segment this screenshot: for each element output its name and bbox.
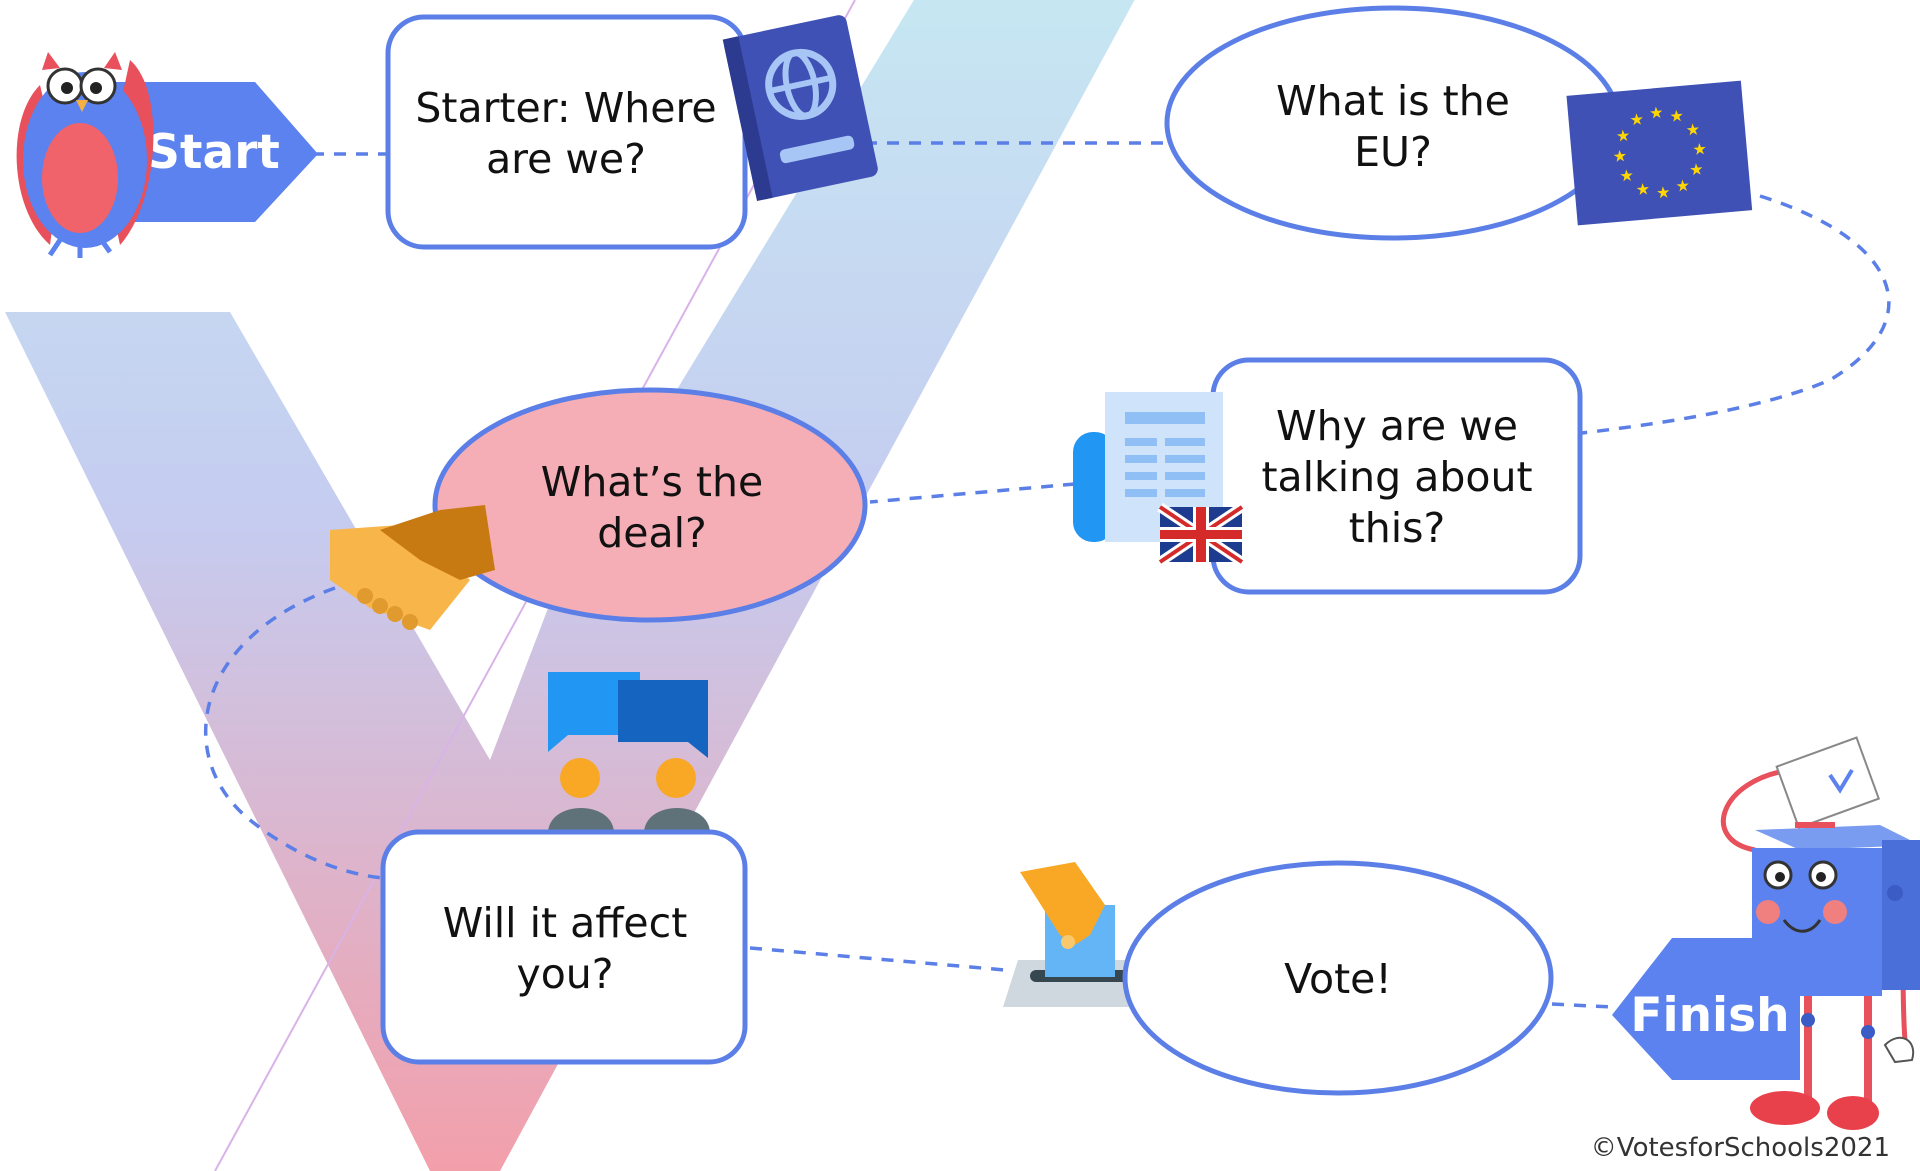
connector-eu-why (1581, 194, 1891, 435)
discussion-icon (548, 672, 710, 832)
node-vote-line-1: Vote! (1284, 955, 1392, 1003)
svg-text:★: ★ (1615, 126, 1631, 146)
svg-text:★: ★ (1675, 176, 1691, 196)
svg-text:★: ★ (1655, 182, 1671, 202)
node-affect-line-2: you? (516, 950, 613, 998)
svg-text:★: ★ (1619, 165, 1635, 185)
svg-text:★: ★ (1629, 109, 1645, 129)
node-eu-line-2: EU? (1354, 128, 1432, 176)
start-label: Start (146, 125, 280, 180)
node-starter-line-2: are we? (486, 135, 646, 183)
connector-affect-vote (749, 946, 1006, 972)
eu-flag-icon: ★★★ ★★★ ★★★ ★★★ (1566, 80, 1753, 226)
node-why-line-3: this? (1349, 504, 1446, 552)
connector-deal-affect (204, 586, 384, 880)
route-connectors (204, 141, 1891, 1009)
node-deal-line-1: What’s the (541, 458, 763, 506)
node-what-is-eu: What is the EU? (1164, 5, 1622, 241)
node-vote: Vote! (1122, 860, 1554, 1096)
node-why-line-1: Why are we (1276, 402, 1518, 450)
uk-flag-icon (1157, 502, 1245, 567)
owl-mascot-icon (16, 52, 154, 258)
svg-text:★: ★ (1669, 106, 1685, 126)
connector-why-deal (869, 482, 1076, 504)
node-why-line-2: talking about (1261, 453, 1532, 501)
svg-text:★: ★ (1692, 139, 1708, 159)
svg-text:★: ★ (1648, 103, 1664, 123)
ballot-box-mascot-icon (1721, 736, 1920, 1130)
node-affect-line-1: Will it affect (443, 899, 688, 947)
node-why-talking: Why are we talking about this? (1210, 357, 1583, 595)
node-will-it-affect: Will it affect you? (380, 829, 748, 1065)
passport-icon (722, 15, 878, 202)
node-starter: Starter: Where are we? (385, 14, 748, 250)
copyright-text: ©VotesforSchools2021 (1590, 1133, 1890, 1163)
start-tag: Start (110, 82, 318, 222)
svg-text:★: ★ (1635, 179, 1651, 199)
svg-text:★: ★ (1685, 119, 1701, 139)
node-deal-line-2: deal? (597, 509, 707, 557)
handshake-icon (330, 505, 495, 630)
node-whats-the-deal: What’s the deal? (432, 387, 868, 623)
node-eu-line-1: What is the (1276, 77, 1510, 125)
finish-label: Finish (1630, 988, 1789, 1043)
svg-text:★: ★ (1612, 146, 1628, 166)
node-starter-line-1: Starter: Where (415, 84, 716, 132)
svg-text:★: ★ (1688, 159, 1704, 179)
connector-vote-finish (1551, 1002, 1613, 1009)
ballot-box-icon (1003, 862, 1160, 1007)
